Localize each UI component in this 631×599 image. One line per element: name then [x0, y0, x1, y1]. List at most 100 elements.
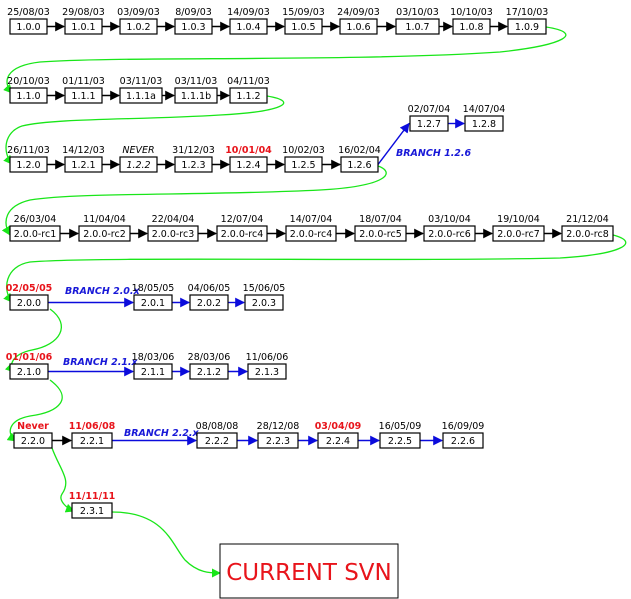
- connector-2.1.0-to-2.2.0: [6, 379, 63, 442]
- version-node-1.0.6[interactable]: 1.0.624/09/03: [337, 7, 380, 35]
- version-date: 29/08/03: [62, 7, 105, 18]
- version-box: [339, 18, 378, 35]
- version-node-1.1.2[interactable]: 1.1.204/11/03: [227, 76, 270, 104]
- version-node-1.2.6[interactable]: 1.2.616/02/04: [338, 145, 381, 173]
- version-box: [189, 294, 229, 311]
- version-label: 2.2.1: [80, 436, 104, 447]
- version-label: 1.0.8: [459, 22, 483, 33]
- version-node-1.0.0[interactable]: 1.0.025/08/03: [7, 7, 50, 35]
- version-node-2.2.6[interactable]: 2.2.616/09/09: [442, 421, 485, 449]
- version-box: [9, 18, 48, 35]
- version-node-1.0.5[interactable]: 1.0.515/09/03: [282, 7, 325, 35]
- version-node-2.0.0[interactable]: 2.0.002/05/05: [6, 283, 53, 311]
- version-label: 1.1.1: [71, 91, 95, 102]
- version-box: [244, 294, 284, 311]
- version-node-2.1.3[interactable]: 2.1.311/06/06: [246, 352, 289, 380]
- version-date: 02/05/05: [6, 283, 53, 294]
- version-node-1.0.1[interactable]: 1.0.129/08/03: [62, 7, 105, 35]
- version-box: [133, 294, 173, 311]
- version-node-2.2.2[interactable]: 2.2.208/08/08: [196, 421, 239, 449]
- version-box: [247, 363, 287, 380]
- version-date: 03/09/03: [117, 7, 160, 18]
- version-date: 08/08/08: [196, 421, 239, 432]
- version-node-1.0.2[interactable]: 1.0.203/09/03: [117, 7, 160, 35]
- version-node-1.2.1[interactable]: 1.2.114/12/03: [62, 145, 105, 173]
- version-box: [409, 115, 449, 132]
- version-date: 26/03/04: [14, 214, 57, 225]
- version-label: 1.2.3: [181, 160, 205, 171]
- version-node-1.2.5[interactable]: 1.2.510/02/03: [282, 145, 325, 173]
- version-node-2.1.1[interactable]: 2.1.118/03/06: [132, 352, 175, 380]
- version-node-2.1.0[interactable]: 2.1.001/01/06: [6, 352, 53, 380]
- version-node-1.1.1[interactable]: 1.1.101/11/03: [62, 76, 105, 104]
- branch-label-b20x: BRANCH 2.0.x: [65, 286, 141, 297]
- version-date: 10/02/03: [282, 145, 325, 156]
- version-node-1.2.0[interactable]: 1.2.026/11/03: [7, 145, 50, 173]
- version-node-1.2.3[interactable]: 1.2.331/12/03: [172, 145, 215, 173]
- connector-2.0.0-rc8-to-2.0.0: [3, 234, 627, 303]
- version-date: 03/11/03: [120, 76, 163, 87]
- version-date: 25/08/03: [7, 7, 50, 18]
- version-node-2.0.3[interactable]: 2.0.315/06/05: [243, 283, 286, 311]
- version-label: 1.0.5: [291, 22, 315, 33]
- edge-1.2.6-to-1.2.7: [377, 122, 410, 165]
- current-svn-box[interactable]: CURRENT SVN: [219, 543, 399, 599]
- version-label: 2.2.6: [451, 436, 475, 447]
- version-box: [229, 156, 268, 173]
- version-label: 2.2.3: [266, 436, 290, 447]
- version-date: 22/04/04: [152, 214, 195, 225]
- version-label: 1.2.4: [236, 160, 260, 171]
- version-node-1.1.0[interactable]: 1.1.020/10/03: [7, 76, 50, 104]
- version-node-1.0.9[interactable]: 1.0.917/10/03: [506, 7, 549, 35]
- version-box: [354, 225, 407, 242]
- version-node-1.0.4[interactable]: 1.0.414/09/03: [227, 7, 270, 35]
- version-node-1.2.8[interactable]: 1.2.814/07/04: [463, 104, 506, 132]
- version-node-2.2.3[interactable]: 2.2.328/12/08: [257, 421, 300, 449]
- version-label: 2.0.0-rc6: [428, 229, 471, 240]
- version-node-2.2.5[interactable]: 2.2.516/05/09: [379, 421, 422, 449]
- version-node-2.0.2[interactable]: 2.0.204/06/05: [188, 283, 231, 311]
- version-node-1.2.7[interactable]: 1.2.702/07/04: [408, 104, 451, 132]
- version-node-2.2.4[interactable]: 2.2.403/04/09: [315, 421, 362, 449]
- version-node-2.1.2[interactable]: 2.1.228/03/06: [188, 352, 231, 380]
- version-node-1.2.4[interactable]: 1.2.410/01/04: [225, 145, 272, 173]
- version-node-1.0.7[interactable]: 1.0.703/10/03: [395, 7, 440, 35]
- version-node-1.0.8[interactable]: 1.0.810/10/03: [450, 7, 493, 35]
- version-edges: [47, 21, 562, 446]
- version-date: 24/09/03: [337, 7, 380, 18]
- version-date: 18/07/04: [359, 214, 402, 225]
- version-node-2.3.1[interactable]: 2.3.111/11/11: [69, 491, 116, 519]
- version-label: 2.0.0-rc4: [290, 229, 333, 240]
- version-box: [71, 502, 113, 519]
- version-date: 03/04/09: [315, 421, 362, 432]
- version-date: 11/06/06: [246, 352, 289, 363]
- version-nodes: 1.0.025/08/03 1.0.129/08/03 1.0.203/09/03 1…: [6, 7, 614, 519]
- version-label: 2.0.3: [252, 298, 276, 309]
- version-node-1.0.3[interactable]: 1.0.38/09/03: [174, 7, 213, 35]
- version-node-2.0.1[interactable]: 2.0.118/05/05: [132, 283, 175, 311]
- version-label: 1.2.8: [472, 119, 496, 130]
- green-connectors: [1, 26, 627, 578]
- version-box: [196, 432, 238, 449]
- version-box: [64, 18, 103, 35]
- version-node-2.2.1[interactable]: 2.2.111/06/08: [69, 421, 116, 449]
- version-label: 2.0.2: [197, 298, 221, 309]
- version-label: 2.1.0: [17, 367, 41, 378]
- version-date: 28/03/06: [188, 352, 231, 363]
- version-box: [119, 87, 163, 104]
- version-box: [174, 156, 213, 173]
- version-box: [174, 18, 213, 35]
